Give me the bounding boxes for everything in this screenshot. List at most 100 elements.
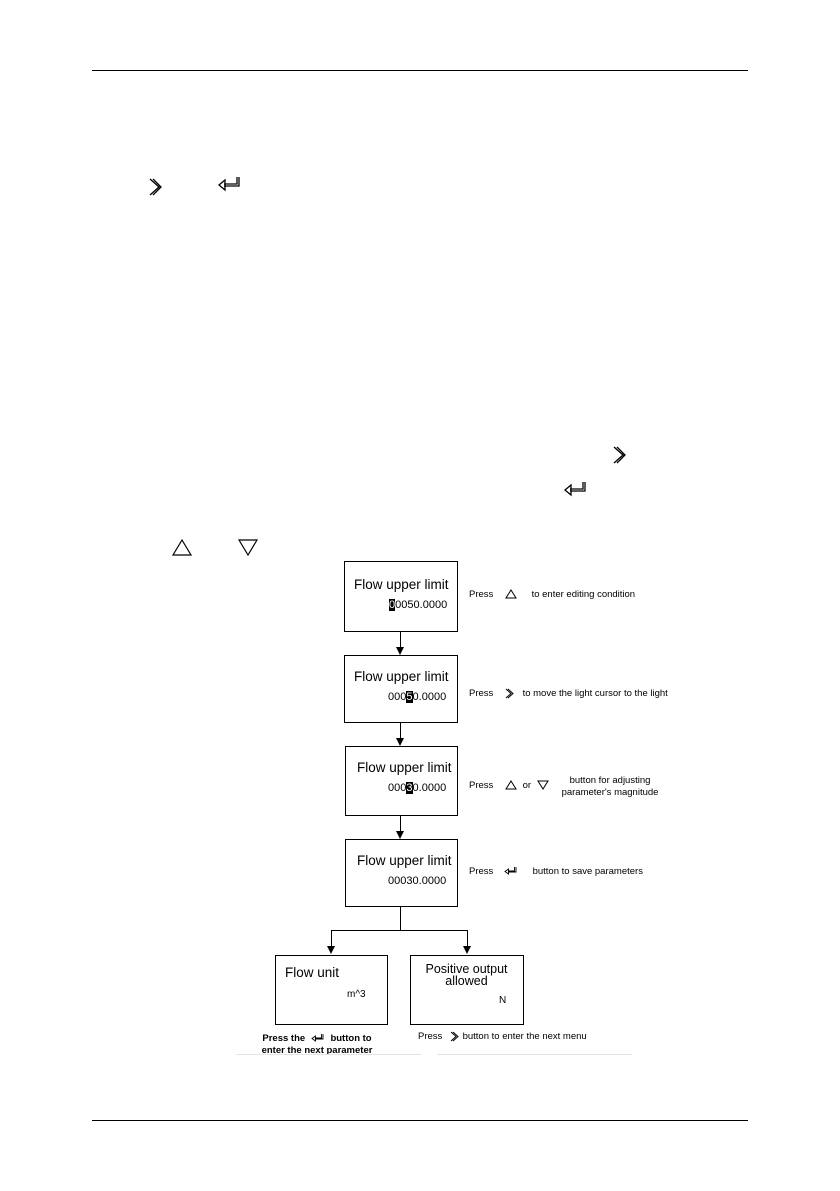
value-char: 0 bbox=[395, 599, 402, 611]
value-char: 0 bbox=[441, 599, 448, 611]
up-triangle-icon bbox=[505, 780, 517, 790]
value-char: 0 bbox=[400, 875, 407, 887]
value-char: . bbox=[418, 691, 422, 703]
value-char: 0 bbox=[394, 782, 401, 794]
step3-screen: Flow upper limit 00030.0000 bbox=[345, 746, 458, 816]
step4-note-prefix: Press bbox=[469, 866, 494, 877]
branch-left-value: m^3 bbox=[347, 989, 366, 1000]
step4-title: Flow upper limit bbox=[357, 853, 452, 868]
value-char: 0 bbox=[434, 599, 442, 611]
arrow-head bbox=[396, 831, 404, 839]
step1-note-prefix: Press bbox=[469, 589, 494, 600]
down-triangle-icon bbox=[237, 539, 259, 557]
value-char: 0 bbox=[433, 782, 441, 794]
value-char: 3 bbox=[406, 875, 413, 887]
header-rule bbox=[92, 70, 748, 71]
step2-note-suffix: to move the light cursor to the light bbox=[522, 688, 668, 700]
right-chevron-icon bbox=[505, 688, 514, 699]
value-char: 0 bbox=[421, 782, 428, 794]
cursor-digit: 3 bbox=[406, 782, 413, 794]
value-char: 0 bbox=[400, 782, 407, 794]
value-char: 0 bbox=[440, 782, 447, 794]
branch-left-screen: Flow unit m^3 bbox=[275, 955, 388, 1025]
branch-left-title: Flow unit bbox=[285, 965, 340, 980]
connector-3-4 bbox=[400, 816, 401, 832]
branch-right-title: Positive output allowed bbox=[411, 962, 522, 988]
value-char: . bbox=[419, 599, 423, 611]
branch-left-note-line2: enter the next parameter bbox=[261, 1045, 373, 1056]
value-char: 0 bbox=[388, 875, 395, 887]
value-char: 5 bbox=[407, 599, 414, 611]
branch-left-note-line1: Press the button to bbox=[252, 1033, 382, 1045]
value-char: 0 bbox=[440, 875, 447, 887]
down-triangle-icon bbox=[536, 780, 549, 791]
branch-bar bbox=[331, 930, 468, 931]
step2-value: 00050.0000 bbox=[388, 691, 446, 703]
value-char: 0 bbox=[440, 691, 447, 703]
arrow-head bbox=[396, 738, 404, 746]
branch-left-note-part1: Press the bbox=[262, 1033, 306, 1044]
cursor-digit: 5 bbox=[406, 691, 413, 703]
step2-title: Flow upper limit bbox=[354, 669, 449, 684]
branch-left-note: Press the button to enter the next param… bbox=[252, 1033, 382, 1057]
step4-note-suffix: button to save parameters bbox=[532, 866, 643, 877]
enter-arrow-icon bbox=[311, 1034, 324, 1043]
step2-screen: Flow upper limit 00050.0000 bbox=[344, 655, 458, 723]
value-char: 0 bbox=[412, 691, 419, 703]
value-char: 0 bbox=[421, 875, 428, 887]
value-char: 0 bbox=[433, 691, 441, 703]
step1-value: 00050.0000 bbox=[389, 599, 447, 611]
right-chevron-icon bbox=[450, 1031, 459, 1042]
value-char: 0 bbox=[433, 875, 441, 887]
arrow-head bbox=[463, 946, 471, 954]
value-char: . bbox=[418, 782, 422, 794]
up-triangle-icon bbox=[505, 589, 517, 599]
branch-left-note-part2: button to bbox=[330, 1033, 372, 1044]
step3-note-line1: button for adjusting bbox=[569, 775, 651, 786]
step4-screen: Flow upper limit 00030.0000 bbox=[345, 839, 458, 907]
value-char: 0 bbox=[412, 875, 419, 887]
arrow-head bbox=[396, 647, 404, 655]
value-char: 0 bbox=[401, 599, 408, 611]
step3-title: Flow upper limit bbox=[357, 760, 452, 775]
enter-arrow-icon bbox=[504, 867, 517, 876]
value-char: . bbox=[418, 875, 422, 887]
branch-right-screen: Positive output allowed N bbox=[410, 955, 524, 1025]
branch-right-title-line2: allowed bbox=[445, 974, 488, 988]
value-char: 0 bbox=[427, 691, 434, 703]
arrow-head bbox=[327, 946, 335, 954]
step1-note: Press to enter editing condition bbox=[469, 589, 635, 600]
value-char: 0 bbox=[394, 875, 401, 887]
branch-right-title-line1: Positive output bbox=[425, 962, 508, 976]
footer-rule bbox=[92, 1120, 748, 1121]
value-char: 0 bbox=[428, 599, 435, 611]
step4-value: 00030.0000 bbox=[388, 875, 446, 887]
connector-1-2 bbox=[400, 632, 401, 648]
branch-right-line bbox=[467, 930, 468, 947]
step3-value: 00030.0000 bbox=[388, 782, 446, 794]
step3-note-detail: button for adjusting parameter's magnitu… bbox=[545, 775, 675, 799]
cursor-digit: 0 bbox=[389, 599, 396, 611]
step4-note: Press button to save parameters bbox=[469, 866, 643, 877]
step2-note: Press to move the light cursor to the li… bbox=[469, 688, 668, 699]
branch-right-note: Press button to enter the next menu bbox=[418, 1031, 587, 1042]
value-char: 0 bbox=[422, 599, 429, 611]
scan-artifact-line bbox=[437, 1054, 632, 1055]
right-chevron-icon bbox=[149, 178, 162, 196]
step2-note-prefix: Press bbox=[469, 688, 494, 700]
enter-arrow-icon bbox=[563, 482, 586, 497]
step3-note: Press or bbox=[469, 780, 549, 791]
step3-note-prefix: Press bbox=[469, 780, 494, 791]
value-char: 0 bbox=[388, 782, 395, 794]
step1-note-suffix: to enter editing condition bbox=[531, 589, 636, 600]
value-char: 0 bbox=[427, 782, 434, 794]
value-char: 0 bbox=[388, 691, 395, 703]
step3-note-line2: parameter's magnitude bbox=[561, 787, 659, 798]
branch-right-note-suffix: button to enter the next menu bbox=[462, 1031, 587, 1043]
value-char: 0 bbox=[413, 599, 420, 611]
connector-2-3 bbox=[400, 723, 401, 739]
value-char: 0 bbox=[412, 782, 419, 794]
branch-left-line bbox=[331, 930, 332, 947]
branch-right-value: N bbox=[499, 995, 507, 1006]
value-char: 0 bbox=[400, 691, 407, 703]
